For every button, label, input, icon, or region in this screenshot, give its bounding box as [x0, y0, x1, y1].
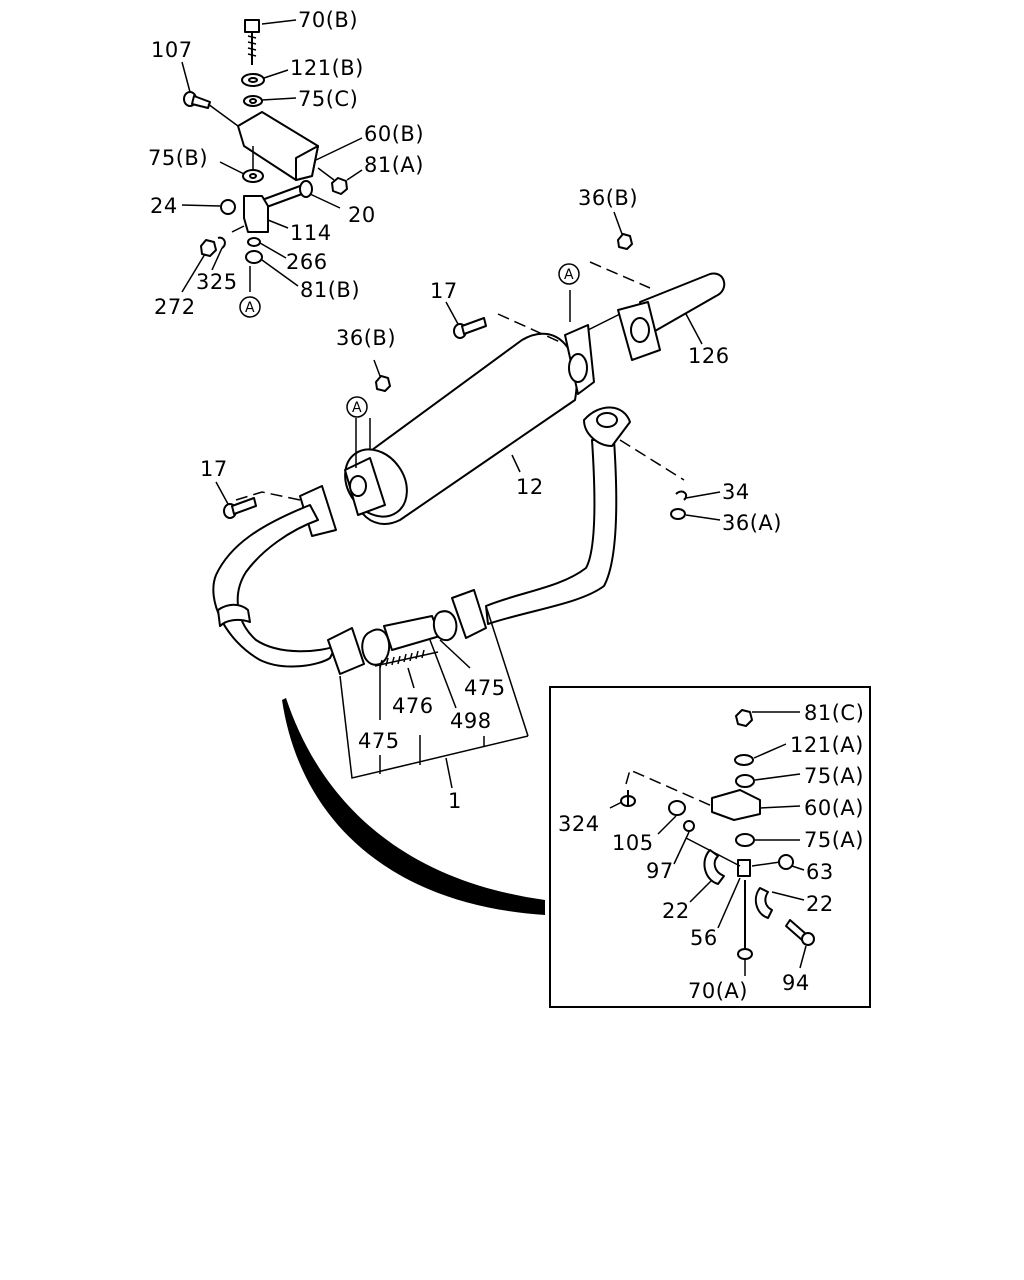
- callout-36a: 36(A): [722, 511, 782, 535]
- callout-81c: 81(C): [804, 701, 864, 725]
- detail-pointer-arrow: [282, 698, 545, 915]
- callout-24: 24: [150, 194, 178, 218]
- callout-70b: 70(B): [298, 8, 358, 32]
- callout-475-left: 475: [358, 729, 400, 753]
- callout-36b-mid: 36(B): [336, 326, 396, 350]
- callout-498: 498: [450, 709, 492, 733]
- ref-label: A: [352, 400, 362, 416]
- callout-70a: 70(A): [688, 979, 748, 1003]
- callout-63: 63: [806, 860, 834, 884]
- callout-34: 34: [722, 480, 750, 504]
- reference-a-1: A: [239, 296, 261, 318]
- upper-bracket-assembly: [181, 19, 363, 293]
- ref-label: A: [245, 300, 255, 316]
- callout-36b-top: 36(B): [578, 186, 638, 210]
- callout-75c: 75(C): [298, 87, 358, 111]
- callout-56: 56: [690, 926, 718, 950]
- callout-97: 97: [646, 859, 674, 883]
- callout-325: 325: [196, 270, 238, 294]
- reference-a-2: A: [558, 263, 580, 285]
- callout-107: 107: [151, 38, 193, 62]
- callout-94: 94: [782, 971, 810, 995]
- callout-17-top: 17: [430, 279, 458, 303]
- callout-22-right: 22: [806, 892, 834, 916]
- callout-75b: 75(B): [148, 146, 208, 170]
- callout-476: 476: [392, 694, 434, 718]
- callout-81b: 81(B): [300, 278, 360, 302]
- callout-272: 272: [154, 295, 196, 319]
- callout-266: 266: [286, 250, 328, 274]
- callout-105: 105: [612, 831, 654, 855]
- callout-475-right: 475: [464, 676, 506, 700]
- callout-17-left: 17: [200, 457, 228, 481]
- callout-324: 324: [558, 812, 600, 836]
- callout-60a: 60(A): [804, 796, 864, 820]
- callout-1: 1: [448, 789, 462, 813]
- callout-126: 126: [688, 344, 730, 368]
- muffler-assembly: [212, 211, 726, 789]
- ref-label: A: [564, 267, 574, 283]
- callout-114: 114: [290, 221, 332, 245]
- callout-12: 12: [516, 475, 544, 499]
- callout-75a-bot: 75(A): [804, 828, 864, 852]
- callout-75a-top: 75(A): [804, 764, 864, 788]
- callout-20: 20: [348, 203, 376, 227]
- callout-121a: 121(A): [790, 733, 864, 757]
- detail-inset-box: [549, 686, 871, 1008]
- reference-a-3: A: [346, 396, 368, 418]
- callout-22-left: 22: [662, 899, 690, 923]
- callout-121b: 121(B): [290, 56, 364, 80]
- callout-60b: 60(B): [364, 122, 424, 146]
- callout-81a: 81(A): [364, 153, 424, 177]
